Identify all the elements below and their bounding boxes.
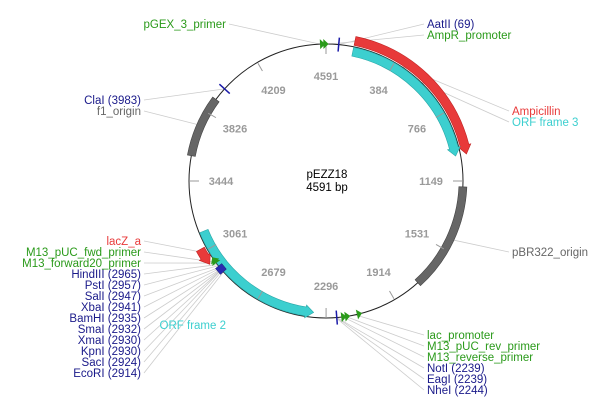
feature-label: AatII (69) bbox=[427, 19, 474, 31]
leader-line bbox=[345, 316, 425, 347]
tick-label: 2679 bbox=[261, 267, 285, 279]
feature-label: SacI (2924) bbox=[82, 357, 142, 369]
primer-arrow bbox=[323, 39, 329, 50]
leader-line bbox=[143, 110, 201, 126]
leader-line bbox=[143, 269, 222, 330]
primer-arrow bbox=[344, 311, 351, 322]
feature-arc-orf-frame-2 bbox=[199, 228, 315, 319]
leader-line bbox=[335, 317, 425, 391]
site-markers bbox=[211, 37, 363, 325]
feature-label: EcoRI (2914) bbox=[73, 368, 141, 380]
tick-label: 4209 bbox=[261, 85, 285, 97]
leader-line bbox=[143, 264, 218, 275]
primer-arrow bbox=[212, 258, 221, 267]
leader-line bbox=[143, 270, 223, 363]
leader-line bbox=[143, 271, 224, 374]
leader-lines bbox=[143, 23, 510, 391]
feature-arc-orf-frame-3 bbox=[351, 46, 461, 157]
leader-line bbox=[143, 88, 225, 101]
leader-line bbox=[143, 265, 219, 286]
feature-arcs bbox=[187, 36, 472, 319]
feature-label: ORF frame 2 bbox=[160, 320, 226, 332]
leader-line bbox=[355, 314, 425, 336]
feature-label: M13_pUC_fwd_primer bbox=[26, 247, 141, 259]
feature-label: M13_reverse_primer bbox=[427, 352, 533, 364]
feature-arc-pbr322-origin bbox=[414, 186, 468, 287]
feature-label: ClaI (3983) bbox=[84, 95, 141, 107]
leader-line bbox=[143, 268, 222, 319]
feature-label: lac_promoter bbox=[427, 330, 494, 342]
feature-label: PstI (2957) bbox=[85, 280, 141, 292]
feature-label: BamHI (2935) bbox=[69, 313, 141, 325]
feature-arc-f1-origin bbox=[187, 96, 220, 157]
tick-label: 4591 bbox=[314, 71, 338, 83]
cut-site-mark bbox=[218, 83, 231, 95]
cut-site-mark bbox=[335, 310, 339, 325]
tick-mark bbox=[207, 112, 217, 119]
leader-line bbox=[449, 238, 510, 253]
feature-label: NheI (2244) bbox=[427, 385, 488, 397]
tick-mark bbox=[435, 244, 445, 250]
feature-label: AmpR_promoter bbox=[427, 30, 512, 42]
leader-line bbox=[228, 23, 321, 45]
tick-label: 1914 bbox=[366, 267, 391, 279]
leader-line bbox=[143, 269, 222, 341]
feature-label: Ampicillin bbox=[512, 106, 561, 118]
cut-site-mark bbox=[337, 37, 341, 52]
feature-label: NotI (2239) bbox=[427, 363, 485, 375]
tick-mark bbox=[389, 290, 395, 300]
tick-mark bbox=[257, 63, 263, 72]
feature-label: lacZ_a bbox=[106, 236, 141, 248]
feature-label: XmaI (2930) bbox=[78, 335, 141, 347]
mcs-site-cluster bbox=[215, 263, 227, 275]
leader-line bbox=[336, 317, 425, 380]
feature-label: M13_forward20_primer bbox=[22, 258, 141, 270]
leader-line bbox=[143, 267, 221, 308]
tick-label: 384 bbox=[369, 85, 388, 97]
feature-label: ORF frame 3 bbox=[512, 117, 578, 129]
tick-mark bbox=[435, 112, 445, 118]
tick-label: 2296 bbox=[314, 281, 338, 293]
tick-label: 1531 bbox=[405, 228, 429, 240]
feature-label: pGEX_3_primer bbox=[144, 19, 227, 31]
tick-mark bbox=[389, 63, 395, 72]
leader-line bbox=[143, 266, 220, 297]
primer-arrow bbox=[319, 39, 326, 50]
leader-line bbox=[329, 34, 425, 45]
feature-label: KpnI (2930) bbox=[81, 346, 141, 358]
tick-label: 1149 bbox=[419, 176, 443, 188]
primer-arrow bbox=[340, 312, 347, 323]
leader-line bbox=[143, 269, 222, 352]
feature-label: SmaI (2932) bbox=[78, 324, 141, 336]
feature-label: SalI (2947) bbox=[85, 291, 141, 303]
tick-mark bbox=[257, 290, 263, 300]
tick-marks: 4591 384 766 1149 1531 1914 2296 2679 3061 3444 38… bbox=[189, 45, 463, 318]
tick-label: 3444 bbox=[209, 176, 234, 188]
feature-label: EagI (2239) bbox=[427, 374, 487, 386]
leader-line bbox=[336, 317, 425, 369]
feature-arc-lacz-a bbox=[196, 246, 211, 265]
tick-mark bbox=[208, 244, 217, 250]
feature-arc-ampicillin bbox=[353, 36, 472, 155]
leader-line bbox=[338, 23, 425, 45]
feature-label: f1_origin bbox=[97, 106, 141, 118]
feature-label: pBR322_origin bbox=[512, 247, 588, 259]
feature-label: M13_pUC_rev_primer bbox=[427, 341, 540, 353]
primer-arrow bbox=[355, 309, 363, 320]
plasmid-length: 4591 bp bbox=[306, 182, 348, 194]
feature-label: XbaI (2941) bbox=[81, 302, 141, 314]
tick-label: 3061 bbox=[223, 229, 247, 241]
feature-label: HindIII (2965) bbox=[71, 269, 141, 281]
tick-label: 766 bbox=[408, 123, 426, 135]
plasmid-name: pEZZ18 bbox=[307, 169, 348, 181]
tick-label: 3826 bbox=[223, 124, 247, 136]
leader-line bbox=[342, 316, 425, 358]
